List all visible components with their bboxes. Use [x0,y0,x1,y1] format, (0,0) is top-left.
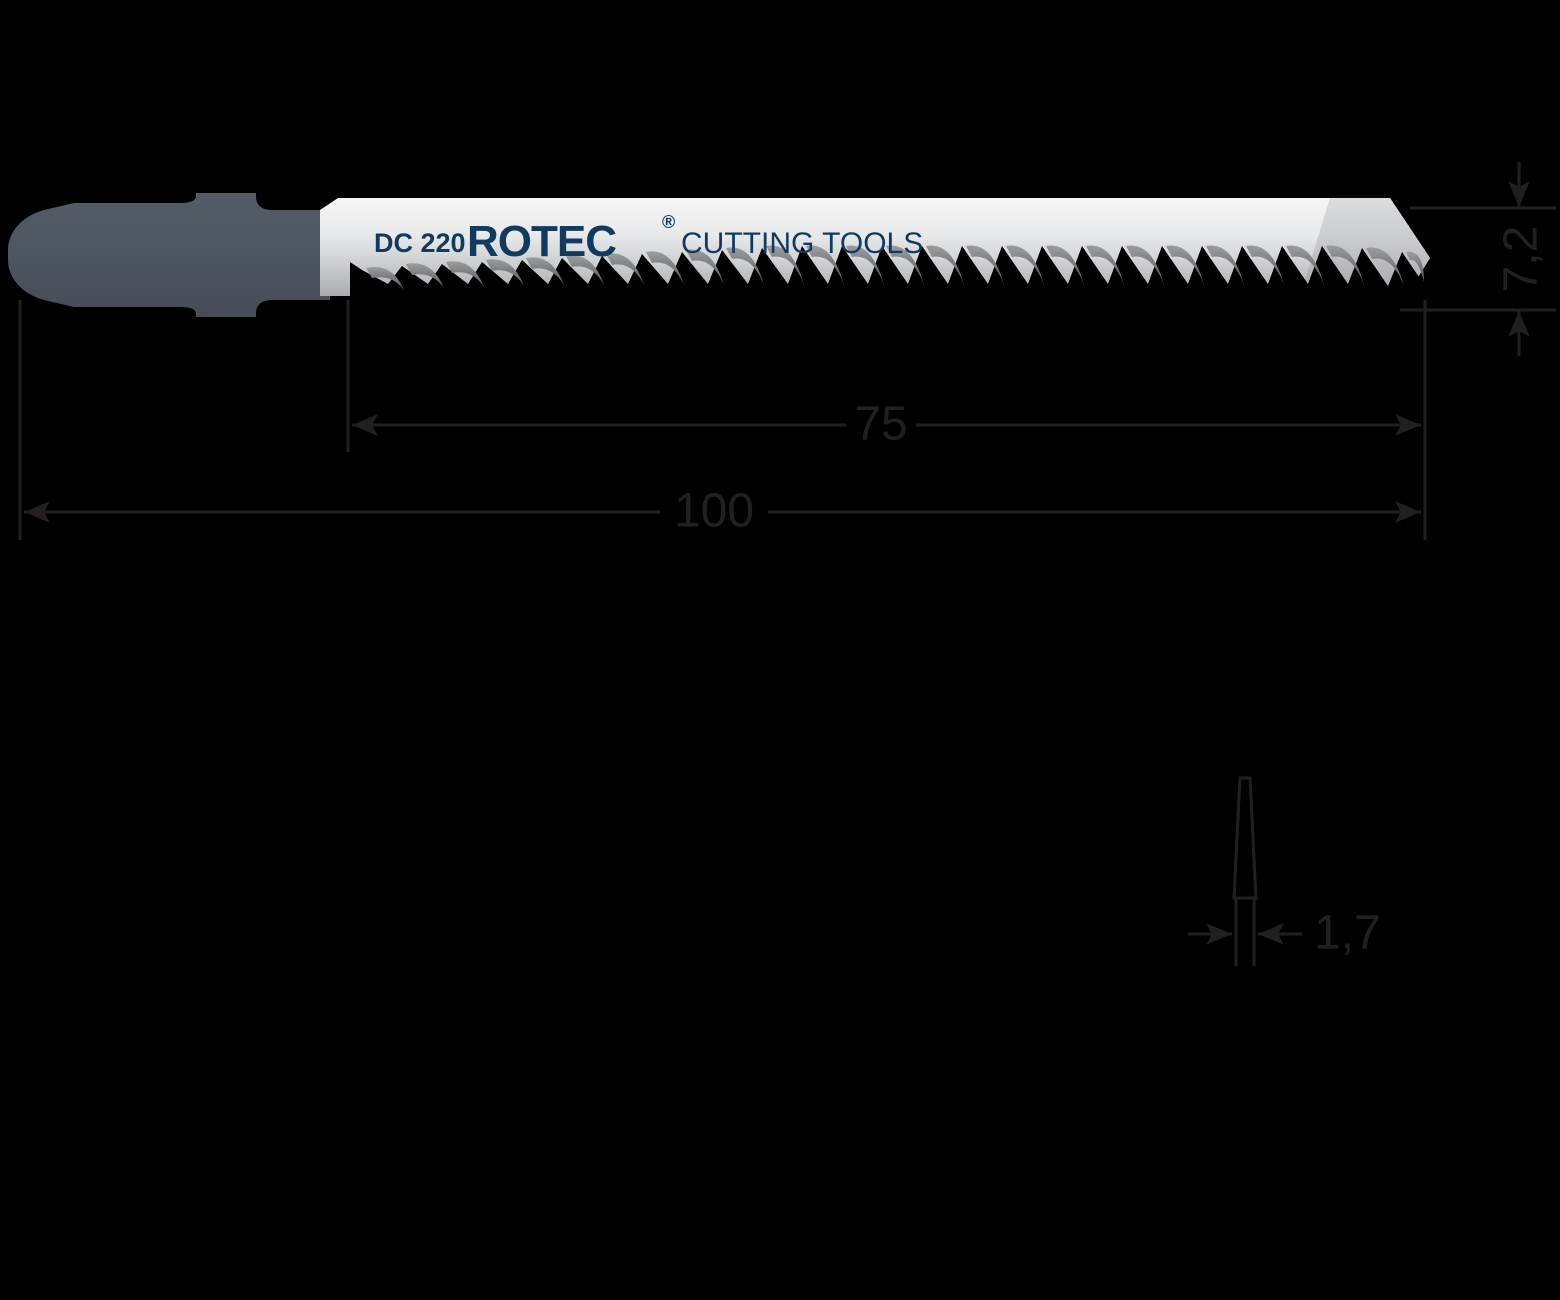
dim-label-cutting-length: 75 [854,398,907,451]
dim-label-total-length: 100 [674,485,754,538]
blade-teeth [350,245,1432,312]
dimension-cutting-length [346,300,1427,452]
dim-label-blade-height: 7,2 [1495,226,1548,293]
edge-view-profile [1232,776,1258,900]
dim-label-blade-thickness: 1,7 [1314,907,1381,960]
blade-brand-logo: ROTEC [467,217,616,266]
blade-tagline: CUTTING TOOLS [681,227,923,260]
dimension-blade-thickness [1188,898,1302,966]
dimension-total-length [18,300,1427,540]
blade-shank [8,193,330,317]
jigsaw-blade-graphic: DC 220 ROTEC ® CUTTING TOOLS [8,193,1432,317]
blade-edge-view [1232,776,1258,900]
registered-trademark-icon: ® [662,212,675,232]
blade-model-code: DC 220 [374,228,466,258]
